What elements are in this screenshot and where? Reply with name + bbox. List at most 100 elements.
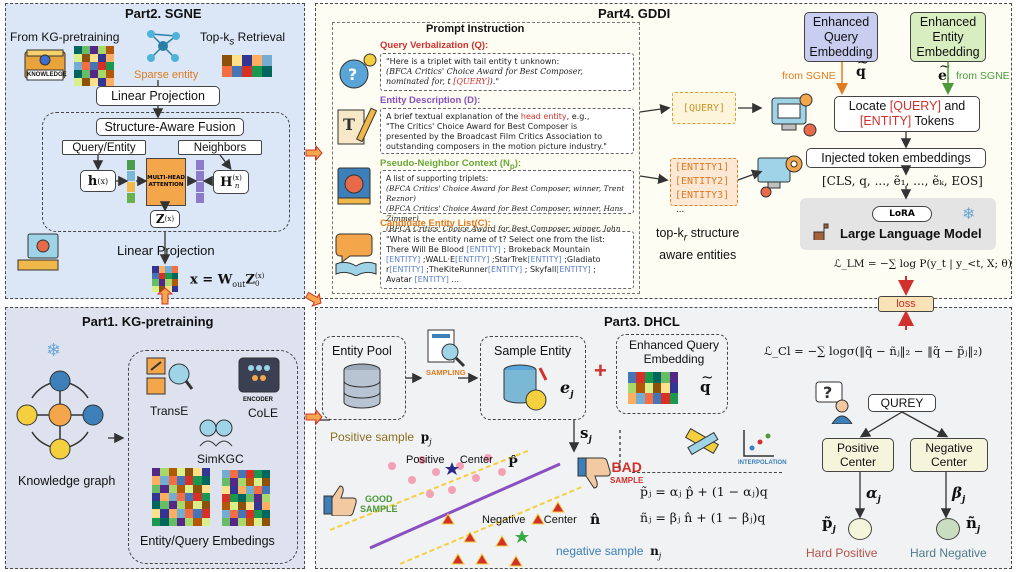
sample-entity-label: Sample Entity: [494, 344, 572, 358]
heatmap-cell: [160, 517, 169, 526]
heatmap-cell: [222, 55, 232, 66]
locate-tokens: Tokens: [911, 114, 955, 128]
heatmap-cell: [254, 502, 262, 510]
alpha-label: αj: [866, 484, 881, 505]
svg-text:T: T: [343, 115, 355, 134]
heatmap-cell: [232, 66, 242, 77]
d-line4: outstanding composers in the motion pict…: [386, 142, 607, 151]
heatmap-cell: [661, 382, 670, 394]
heatmap-cell: [185, 476, 194, 485]
heatmap-cell: [193, 476, 202, 485]
question-bulb-icon: ?: [334, 50, 378, 94]
n-j-text: n: [650, 544, 659, 558]
heatmap-cell: [168, 517, 177, 526]
heatmap-cell: [193, 501, 202, 510]
sample-entity-container: [480, 336, 586, 420]
heatmap-cell: [201, 476, 210, 485]
positive-center-box: Positive Center: [822, 438, 894, 472]
bad-text: BAD: [611, 459, 642, 475]
n-j-sub: j: [658, 551, 662, 561]
heatmap-cell: [628, 372, 637, 383]
heatmap-cell: [661, 372, 670, 383]
p-j-text: p: [420, 430, 430, 444]
c-line4d: ;: [590, 265, 596, 274]
heatmap-cell: [230, 518, 238, 526]
heatmap-cell: [262, 502, 270, 510]
enhanced-query-label: Enhanced Query Embedding: [628, 338, 720, 366]
positive-word: Positive: [406, 454, 445, 466]
H-sub: n: [234, 182, 240, 190]
projection-equation: x = WoutZ(x)0: [190, 272, 264, 289]
heatmap-cell: [652, 372, 662, 383]
heatmap-cell: [90, 70, 98, 78]
p-j-sub: j: [429, 437, 432, 447]
negative-center-word: Center: [543, 514, 577, 526]
heatmap-cell: [185, 484, 194, 493]
graph-network-icon: [143, 26, 183, 66]
sampling-icon: [424, 328, 468, 368]
eq-Z: Z: [245, 272, 255, 288]
token-stack-right: [196, 160, 204, 204]
heatmap-cell: [171, 279, 178, 286]
kg-embedding-heatmap: [74, 46, 114, 86]
simkgc-label: SimKGC: [197, 452, 244, 466]
heatmap-cell: [230, 478, 238, 486]
q-query-token: [QUERY]: [453, 77, 490, 86]
heatmap-cell: [246, 502, 254, 510]
alpha-sub: j: [877, 495, 881, 505]
heatmap-cell: [201, 484, 210, 493]
projected-heatmap: [152, 266, 178, 292]
svg-text:?: ?: [823, 383, 832, 402]
c-ent-5: [ENTITY]: [389, 265, 424, 274]
book-brain-icon: [334, 164, 378, 208]
thumbs-up-icon: [322, 484, 358, 517]
c-ent-8: [ENTITY]: [414, 275, 449, 284]
simkgc-icon: [196, 414, 236, 450]
heatmap-cell: [254, 510, 262, 518]
heatmap-cell: [661, 393, 670, 404]
heatmap-cell: [652, 382, 662, 394]
lora-text: LoRA: [889, 209, 915, 219]
heatmap-cell: [185, 492, 194, 502]
lora-badge: LoRA: [872, 206, 932, 222]
topk-retrieval-label: Top-ks Retrieval: [200, 30, 285, 47]
prompt-instruction-title: Prompt Instruction: [426, 23, 525, 35]
q-line3-tail: ).": [489, 77, 500, 86]
d-line3: presented by the Broadcast Film Critics …: [386, 132, 603, 141]
eq-Z-sup: (x): [254, 272, 265, 280]
z-box: Z(x): [150, 210, 180, 228]
q-sym-part3: q: [700, 378, 711, 396]
n-line3: (BFCA Critics' Choice Award for Best Com…: [386, 204, 624, 223]
sampling-label: SAMPLING: [426, 368, 466, 377]
e-j-sub: j: [570, 390, 574, 401]
query-verbalization-prompt: "Here is a triplet with tail entity t un…: [380, 53, 634, 91]
negative-sample-label: negative sample nj: [556, 544, 661, 560]
c-line4a: r: [386, 265, 390, 274]
n-line2: (BFCA Critics' Choice Award for Best Com…: [386, 184, 625, 203]
s-j-text: s: [580, 424, 589, 442]
eq-x: x = W: [190, 272, 233, 288]
heatmap-cell: [152, 501, 161, 510]
pretraining-models-container: [128, 350, 298, 564]
neighbors-label: Neighbors: [178, 140, 262, 155]
hard-negative-label: Hard Negative: [910, 546, 987, 560]
heatmap-cell: [158, 266, 165, 273]
q-tilde-symbol: ~q: [856, 55, 869, 80]
z-symbol: Z: [155, 212, 165, 226]
encoder-label: ENCODER: [243, 397, 274, 403]
n-line1: A list of supporting triplets:: [386, 174, 489, 183]
q-line1: "Here is a triplet with tail entity t un…: [386, 57, 560, 66]
c-line3b: ;WALL·E: [420, 255, 456, 264]
encoder-icon: [237, 356, 281, 396]
interpolation-divider: [632, 472, 782, 473]
heatmap-cell: [230, 494, 238, 502]
heatmap-cell: [669, 372, 678, 383]
heatmap-cell: [262, 66, 272, 77]
loss-text: loss: [896, 298, 916, 310]
token-stack-left: [127, 160, 135, 204]
prompt-instruction-container: [332, 22, 640, 294]
pn-sub: p: [509, 161, 515, 171]
heatmap-cell: [201, 509, 210, 518]
entity-token-box: [ENTITY1] [ENTITY2] [ENTITY3]: [670, 158, 738, 206]
hard-positive-node: [848, 518, 872, 540]
